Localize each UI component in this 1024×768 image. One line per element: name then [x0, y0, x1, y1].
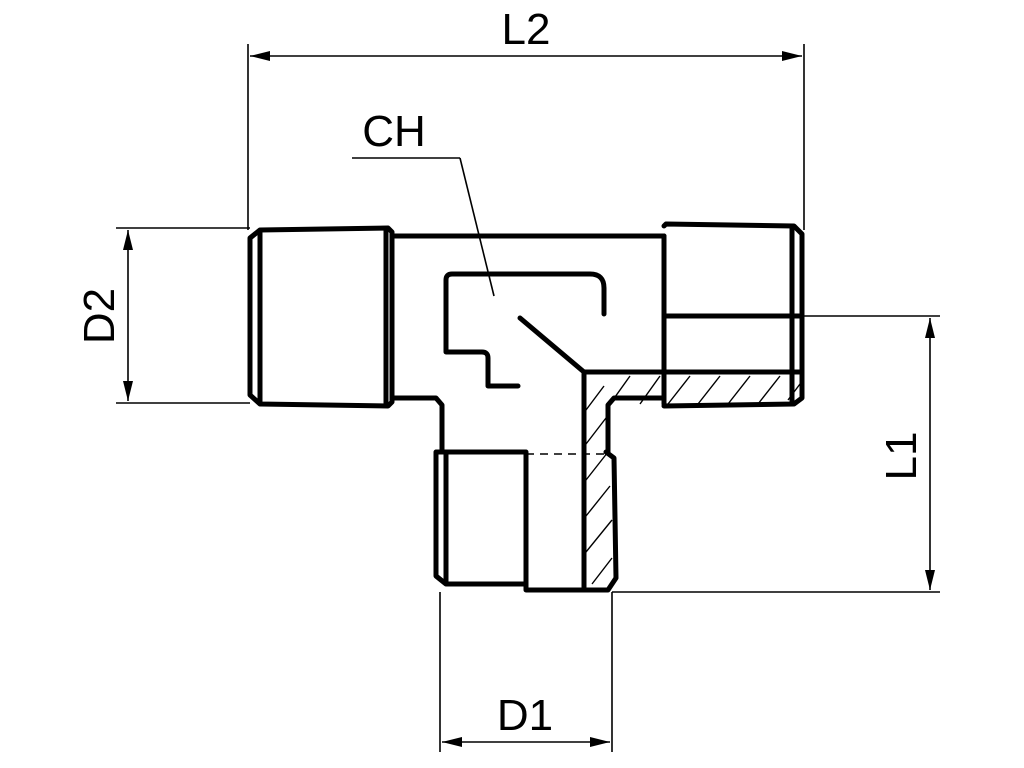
center-body	[389, 233, 667, 455]
label-l1: L1	[877, 432, 926, 481]
right-thread	[517, 221, 805, 591]
label-l2: L2	[502, 5, 551, 54]
left-thread	[247, 225, 395, 409]
dimension-l2: L2	[247, 5, 805, 230]
leader-ch: CH	[352, 107, 495, 297]
hex-flats	[443, 271, 607, 389]
dimension-d1: D1	[439, 592, 613, 752]
section-hatching	[585, 375, 801, 585]
label-d2: D2	[75, 288, 124, 344]
label-ch: CH	[362, 107, 426, 156]
label-d1: D1	[497, 691, 553, 740]
bottom-thread	[433, 449, 619, 593]
dimension-l1: L1	[612, 315, 940, 593]
dimension-d2: D2	[75, 227, 250, 404]
fitting-body	[247, 221, 805, 593]
